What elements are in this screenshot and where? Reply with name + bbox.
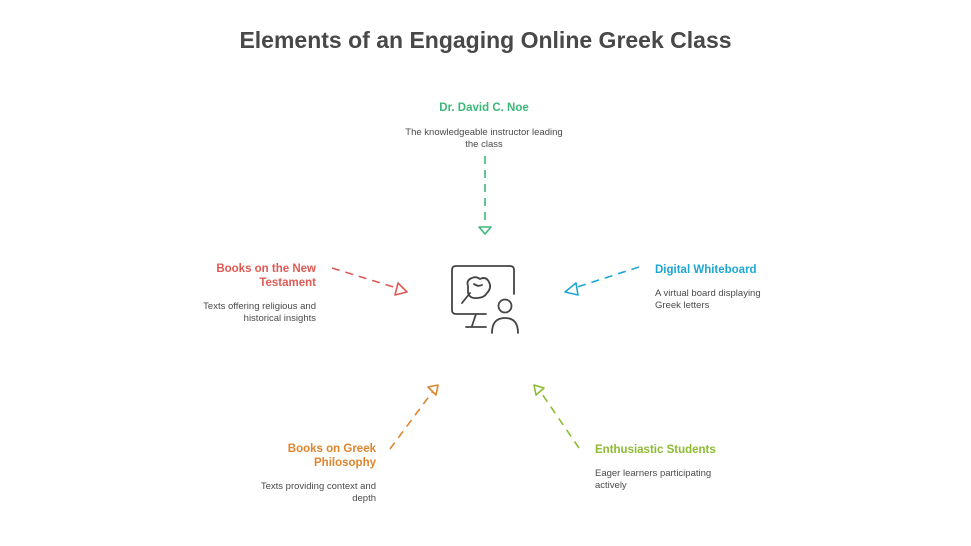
arrow-from-instructor bbox=[478, 156, 492, 235]
node-instructor-heading: Dr. David C. Noe bbox=[439, 102, 529, 114]
online-class-icon bbox=[451, 265, 519, 334]
node-whiteboard-description: A virtual board displaying Greek letters bbox=[655, 288, 761, 311]
node-instructor: Dr. David C. Noe The knowledgeable instr… bbox=[404, 101, 564, 151]
node-digital-whiteboard: Digital Whiteboard A virtual board displ… bbox=[655, 263, 785, 312]
node-whiteboard-heading: Digital Whiteboard bbox=[655, 264, 757, 276]
node-students-heading: Enthusiastic Students bbox=[595, 444, 716, 456]
arrow-from-new-testament bbox=[331, 267, 408, 296]
node-new-testament-heading: Books on the New Testament bbox=[216, 263, 316, 289]
arrow-from-whiteboard bbox=[564, 266, 640, 296]
arrow-from-greek-philosophy bbox=[389, 384, 439, 450]
node-greek-philosophy-books: Books on Greek Philosophy Texts providin… bbox=[236, 442, 376, 505]
node-new-testament-description: Texts offering religious and historical … bbox=[203, 301, 316, 324]
arrow-from-students bbox=[533, 384, 580, 449]
node-new-testament-books: Books on the New Testament Texts offerin… bbox=[176, 262, 316, 325]
node-students-description: Eager learners participating actively bbox=[595, 468, 712, 491]
node-enthusiastic-students: Enthusiastic Students Eager learners par… bbox=[595, 443, 730, 492]
node-greek-philosophy-heading: Books on Greek Philosophy bbox=[287, 443, 376, 469]
page-title: Elements of an Engaging Online Greek Cla… bbox=[239, 27, 732, 53]
node-greek-philosophy-description: Texts providing context and depth bbox=[260, 481, 376, 504]
node-instructor-description: The knowledgeable instructor leading the… bbox=[405, 127, 563, 150]
